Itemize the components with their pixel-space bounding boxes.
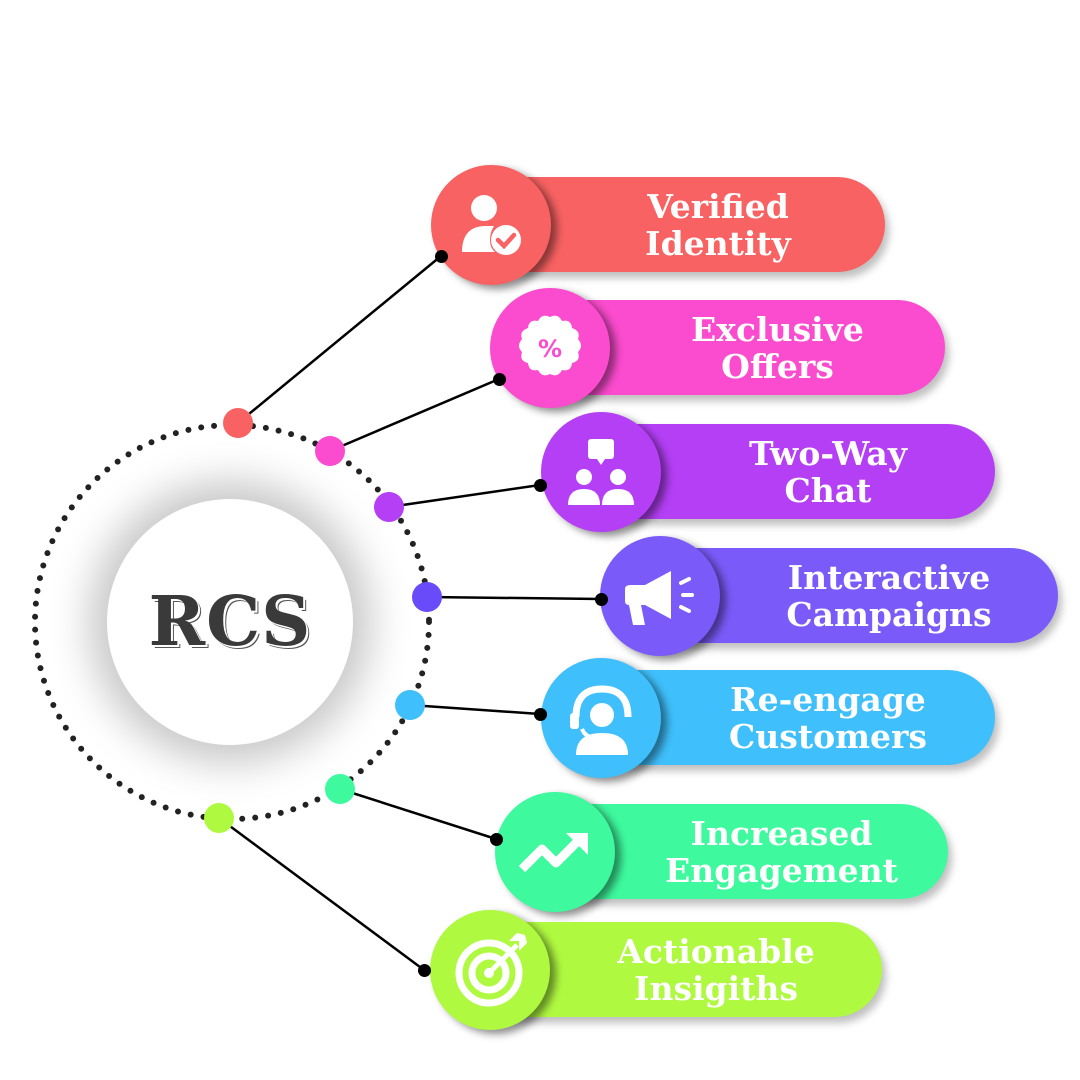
ring-node [395, 690, 425, 720]
connector-line [218, 816, 425, 972]
rcs-hub: RCS [107, 499, 353, 745]
feature-item: Increased Engagement [490, 792, 948, 912]
connector-pin [493, 373, 506, 386]
feature-label-line1: Exclusive [691, 309, 864, 349]
feature-pill: Re-engage Customers [591, 670, 995, 765]
feature-label-line2: Engagement [665, 850, 898, 890]
feature-label-line2: Chat [784, 470, 872, 510]
ring-node [204, 803, 234, 833]
feature-item: Exclusive Offers % [490, 288, 945, 408]
group-chat-icon [568, 439, 634, 505]
feature-label-line2: Customers [729, 716, 927, 756]
feature-label-line1: Interactive [787, 557, 991, 597]
feature-item: Interactive Campaigns [595, 536, 1058, 656]
connector-line [329, 377, 500, 453]
hub-label: RCS [148, 582, 312, 662]
feature-label-line2: Insigiths [634, 968, 798, 1008]
connector-pin [435, 250, 448, 263]
trending-up-icon [518, 833, 588, 873]
discount-badge-icon: % [519, 315, 581, 376]
connector-pin [595, 593, 608, 606]
support-agent-icon [570, 685, 632, 755]
feature-icon-circle [430, 910, 550, 1030]
feature-item: Actionable Insigiths [418, 910, 882, 1030]
ring-node [315, 436, 345, 466]
feature-pill: Verified Identity [481, 177, 885, 272]
feature-label-line2: Identity [645, 223, 791, 263]
feature-label-line2: Offers [721, 346, 834, 386]
feature-icon-circle [431, 165, 551, 285]
feature-label-line1: Re-engage [730, 679, 926, 719]
ring-node [412, 582, 442, 612]
feature-label-line2: Campaigns [786, 594, 992, 634]
ring-node [223, 408, 253, 438]
feature-item: Verified Identity [431, 165, 885, 285]
connector-line [237, 255, 442, 424]
connector-pin [490, 833, 503, 846]
connector-pin [534, 479, 547, 492]
ring-node [325, 774, 355, 804]
target-icon [455, 933, 527, 1007]
feature-icon-circle [495, 792, 615, 912]
feature-item: Re-engage Customers [534, 658, 995, 778]
feature-icon-circle: % [490, 288, 610, 408]
megaphone-icon [625, 571, 694, 625]
feature-label-line1: Increased [690, 813, 873, 853]
feature-icon-circle [541, 412, 661, 532]
feature-icon-circle [600, 536, 720, 656]
ring-node [374, 492, 404, 522]
feature-label-line1: Two-Way [749, 433, 907, 473]
feature-icon-circle [541, 658, 661, 778]
feature-item: Two-Way Chat [534, 412, 995, 532]
svg-text:%: % [538, 335, 562, 363]
connector-line [388, 483, 541, 509]
connector-line [426, 595, 602, 601]
feature-label-line1: Verified [647, 186, 789, 226]
verified-user-icon [462, 195, 521, 255]
connector-pin [418, 964, 431, 977]
connector-line [339, 787, 497, 841]
connector-pin [534, 708, 547, 721]
connector-line [409, 703, 541, 716]
feature-label-line1: Actionable [617, 931, 815, 971]
